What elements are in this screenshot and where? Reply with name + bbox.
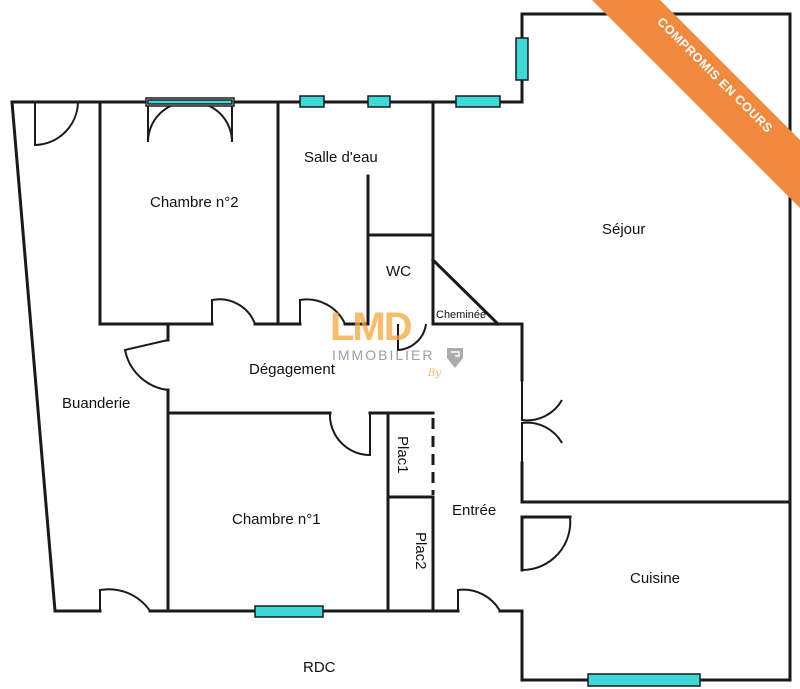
doors: [34, 101, 572, 612]
door-buanderie-bottom: [99, 588, 151, 612]
door-chambre2-left: [147, 101, 189, 143]
label-salle-eau: Salle d'eau: [304, 149, 378, 166]
door-buanderie-top: [34, 101, 79, 147]
windows: [145, 37, 701, 687]
label-plac1: Plac1: [394, 436, 411, 474]
door-sejour-upper: [521, 380, 563, 422]
window-chambre1: [254, 605, 324, 618]
watermark-logo: LMD IMMOBILIER By: [330, 305, 463, 379]
watermark-subtitle: IMMOBILIER: [332, 347, 434, 363]
level-label: RDC: [303, 659, 336, 676]
watermark-shield-icon: [447, 348, 463, 368]
label-chambre2: Chambre n°2: [150, 194, 239, 211]
label-cheminee: Cheminée: [436, 309, 486, 321]
label-degagement: Dégagement: [249, 361, 336, 378]
door-degagement-left: [123, 339, 169, 391]
door-sejour-lower: [521, 421, 563, 463]
watermark-logo-text: LMD: [330, 305, 412, 349]
watermark-by: By: [427, 368, 441, 379]
window-salle-eau-1: [299, 95, 325, 108]
label-wc: WC: [386, 263, 411, 280]
window-sejour-side: [515, 37, 529, 81]
label-cuisine: Cuisine: [630, 570, 680, 587]
door-wc: [397, 323, 427, 352]
label-sejour: Séjour: [602, 221, 645, 238]
label-chambre1: Chambre n°1: [232, 511, 321, 528]
window-salle-eau-2: [367, 95, 391, 108]
door-chambre1: [328, 412, 371, 457]
banner-ribbon: [592, 0, 800, 208]
door-entree: [457, 588, 501, 612]
window-sejour-top: [455, 95, 501, 108]
label-entree: Entrée: [452, 502, 496, 519]
door-chambre2-right: [191, 101, 233, 143]
label-plac2: Plac2: [412, 532, 429, 570]
door-chambre2: [211, 298, 256, 325]
status-banner: COMPROMIS EN COURS: [592, 0, 800, 208]
room-labels: Chambre n°2 Salle d'eau Séjour WC Chemin…: [62, 149, 680, 676]
label-buanderie: Buanderie: [62, 395, 130, 412]
door-salle-eau: [299, 298, 346, 325]
window-cuisine: [587, 673, 701, 687]
interior-walls: [98, 100, 792, 613]
door-cuisine: [521, 516, 572, 572]
